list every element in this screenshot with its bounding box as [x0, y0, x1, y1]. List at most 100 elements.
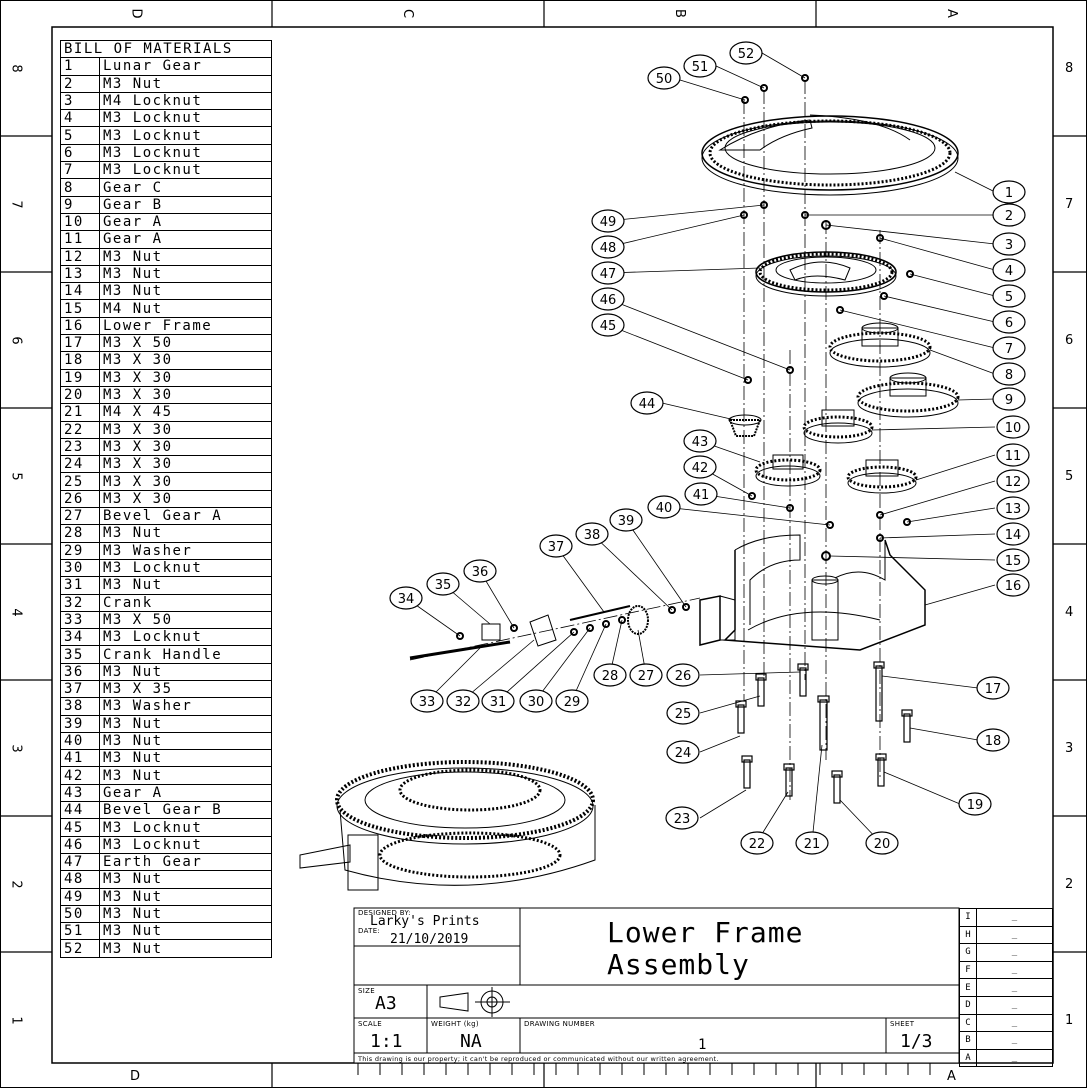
callout-balloon-label: 6	[1005, 316, 1013, 331]
zone-right-2: 2	[1065, 877, 1074, 892]
bom-item-number: 48	[60, 870, 100, 889]
callout-balloon-label: 1	[1005, 186, 1013, 201]
revision-letter: A	[959, 1048, 977, 1068]
callout-balloon: 16	[996, 573, 1030, 597]
callout-balloon-label: 30	[528, 695, 545, 710]
callout-balloon: 33	[410, 689, 444, 713]
callout-balloon: 19	[958, 792, 992, 816]
callout-balloon-label: 25	[675, 707, 692, 722]
callout-balloon: 48	[591, 235, 625, 259]
revision-letter: E	[959, 978, 977, 997]
callout-balloon-label: 8	[1005, 368, 1013, 383]
callout-balloon-label: 24	[675, 746, 692, 761]
callout-balloon-label: 16	[1005, 579, 1022, 594]
callout-balloon-label: 41	[693, 488, 710, 503]
bom-item-name: Earth Gear	[99, 852, 272, 872]
callout-balloon: 27	[629, 663, 663, 687]
bom-item-name: M3 X 30	[99, 437, 272, 457]
revision-value: _	[976, 908, 1053, 927]
callout-balloon: 21	[795, 831, 829, 855]
callout-balloon: 6	[992, 310, 1026, 334]
zone-bottom-d: D	[130, 1069, 141, 1084]
bom-item-name: M3 Washer	[99, 697, 272, 716]
callout-balloon: 4	[992, 258, 1026, 282]
callout-balloon: 17	[976, 676, 1010, 700]
callout-balloon: 36	[463, 559, 497, 583]
callout-balloon: 2	[992, 203, 1026, 227]
bom-item-name: M3 Nut	[99, 870, 272, 889]
callout-balloon-label: 39	[618, 514, 635, 529]
callout-balloon-label: 26	[675, 669, 692, 684]
callout-balloon: 50	[647, 66, 681, 90]
callout-balloon: 30	[519, 689, 553, 713]
callout-balloon: 46	[591, 287, 625, 311]
callout-balloon: 15	[996, 548, 1030, 572]
zone-right-6: 6	[1065, 333, 1074, 348]
bom-item-name: M3 Nut	[99, 576, 272, 595]
bom-item-number: 44	[60, 801, 100, 820]
bom-item-name: M3 Nut	[99, 714, 272, 733]
callout-balloon: 43	[683, 429, 717, 453]
bom-item-name: M3 X 30	[99, 368, 272, 387]
bom-item-name: M4 X 45	[99, 403, 272, 422]
callout-balloon-label: 21	[804, 837, 821, 852]
callout-balloon-label: 44	[639, 397, 656, 412]
bom-item-number: 36	[60, 662, 100, 681]
bom-item-name: Gear A	[99, 212, 272, 232]
callout-balloon-label: 23	[674, 812, 691, 827]
callout-balloon: 5	[992, 284, 1026, 308]
callout-balloon-label: 15	[1005, 554, 1022, 569]
bom-item-name: M3 X 35	[99, 679, 272, 699]
callout-balloon-label: 33	[419, 695, 436, 710]
drawing-title-line2: Assembly	[607, 948, 750, 981]
callout-balloon-label: 50	[656, 72, 673, 87]
zone-right-3: 3	[1065, 741, 1074, 756]
callout-balloon: 29	[555, 689, 589, 713]
callout-balloon-label: 45	[600, 319, 617, 334]
callout-balloon-label: 51	[692, 60, 709, 75]
callout-balloon-label: 11	[1005, 449, 1022, 464]
callout-balloon: 51	[683, 54, 717, 78]
bom-item-name: M3 Nut	[99, 264, 272, 284]
bom-item-number: 46	[60, 835, 100, 854]
drawing-title-line1: Lower Frame	[607, 916, 804, 949]
bom-header: BILL OF MATERIALS	[60, 39, 272, 59]
bom-item-name: M3 Nut	[99, 766, 272, 785]
callout-balloon-label: 14	[1005, 528, 1022, 543]
bom-item-number: 39	[60, 714, 100, 733]
weight-label: WEIGHT (kg)	[431, 1020, 479, 1028]
callout-balloon: 35	[426, 572, 460, 596]
callout-balloon-label: 48	[600, 241, 617, 256]
bom-item-name: M3 X 30	[99, 351, 272, 370]
revision-letter: F	[959, 960, 977, 980]
revision-letter: I	[959, 908, 977, 927]
callout-balloon: 47	[591, 261, 625, 285]
size-label: SIZE	[358, 987, 375, 995]
callout-balloon: 40	[647, 495, 681, 519]
bom-item-number: 52	[60, 939, 100, 958]
callout-balloon-label: 20	[874, 837, 891, 852]
bom-item-number: 12	[60, 247, 100, 266]
revision-row: H_	[959, 925, 1053, 945]
callout-balloon-label: 36	[472, 565, 489, 580]
bom-item-number: 23	[60, 437, 100, 457]
callout-balloon: 11	[996, 443, 1030, 467]
